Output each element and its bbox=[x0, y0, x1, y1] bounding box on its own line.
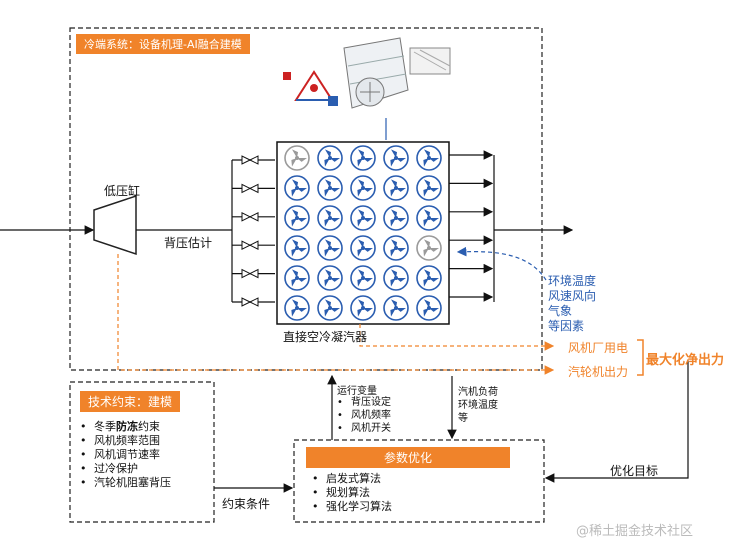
turbine-load-item: 等 bbox=[458, 413, 468, 424]
run-vars-list: 背压设定 风机频率 风机开关 bbox=[337, 396, 391, 435]
fan-icon bbox=[350, 295, 376, 321]
param-opt-item: 规划算法 bbox=[312, 486, 392, 500]
cold-end-title-badge: 冷端系统：设备机理-AI融合建模 bbox=[76, 34, 250, 54]
fan-icon bbox=[383, 145, 409, 171]
valve-icon bbox=[241, 240, 259, 251]
fan-icon bbox=[383, 205, 409, 231]
param-opt-item: 启发式算法 bbox=[312, 472, 392, 486]
fan-icon bbox=[284, 205, 310, 231]
valve-icon bbox=[241, 183, 259, 194]
fan-inactive-icon bbox=[416, 235, 442, 261]
condenser-box bbox=[276, 141, 450, 325]
fan-icon bbox=[383, 265, 409, 291]
tech-constraint-text: 冬季 bbox=[94, 420, 116, 433]
env-factor-item: 等因素 bbox=[548, 319, 585, 333]
fan-icon bbox=[317, 295, 343, 321]
run-var-item: 背压设定 bbox=[337, 396, 391, 409]
fan-power-label: 风机厂用电 bbox=[568, 341, 629, 355]
tech-constraint-list: 冬季防冻约束 风机频率范围 风机调节速率 过冷保护 汽轮机阻塞背压 bbox=[80, 420, 171, 490]
constraint-conditions-label: 约束条件 bbox=[222, 497, 271, 511]
fan-icon bbox=[383, 295, 409, 321]
fan-icon bbox=[416, 145, 442, 171]
env-factor-item: 环境温度 bbox=[548, 274, 597, 288]
fan-icon bbox=[317, 265, 343, 291]
tech-constraint-badge: 技术约束：建模 bbox=[80, 391, 181, 412]
env-factor-item: 气象 bbox=[548, 304, 573, 318]
fan-icon bbox=[317, 205, 343, 231]
param-opt-frame bbox=[293, 439, 545, 523]
fan-icon bbox=[284, 295, 310, 321]
tech-constraint-frame bbox=[69, 381, 215, 523]
condenser-label: 直接空冷凝汽器 bbox=[283, 330, 368, 344]
run-vars-title: 运行变量 bbox=[337, 386, 377, 397]
run-var-item: 风机开关 bbox=[337, 422, 391, 435]
fan-icon bbox=[416, 205, 442, 231]
fan-icon bbox=[350, 175, 376, 201]
turbine-load-item: 汽机负荷 bbox=[458, 387, 498, 398]
tech-constraint-text: 约束 bbox=[138, 420, 160, 433]
fan-icon bbox=[284, 235, 310, 261]
valve-icon bbox=[241, 211, 259, 222]
fan-icon bbox=[416, 295, 442, 321]
air-cooled-unit-illustration bbox=[343, 37, 451, 109]
watermark: @稀土掘金技术社区 bbox=[576, 524, 694, 539]
fan-icon bbox=[416, 175, 442, 201]
valve-icon bbox=[241, 268, 259, 279]
param-opt-list: 启发式算法 规划算法 强化学习算法 bbox=[312, 472, 392, 514]
fan-icon bbox=[383, 235, 409, 261]
tech-constraint-item: 风机频率范围 bbox=[80, 434, 171, 448]
fan-icon bbox=[317, 175, 343, 201]
low-pressure-cylinder-label: 低压缸 bbox=[104, 184, 141, 198]
fan-icon bbox=[350, 205, 376, 231]
valve-icon bbox=[241, 297, 259, 307]
heat-exchange-schematic-icon bbox=[283, 70, 338, 106]
tech-constraint-item: 汽轮机阻塞背压 bbox=[80, 476, 171, 490]
param-opt-item: 强化学习算法 bbox=[312, 500, 392, 514]
tech-constraint-bold: 防冻 bbox=[116, 420, 138, 433]
turbine-load-item: 环境温度 bbox=[458, 400, 498, 411]
fan-inactive-icon bbox=[284, 145, 310, 171]
backpressure-estimation-label: 背压估计 bbox=[164, 236, 213, 250]
max-net-output-label: 最大化净出力 bbox=[646, 353, 725, 368]
optimization-target-label: 优化目标 bbox=[610, 464, 659, 478]
env-factors-list: 环境温度 风速风向 气象 等因素 bbox=[548, 274, 596, 334]
tech-constraint-item: 过冷保护 bbox=[80, 462, 171, 476]
turbine-output-label: 汽轮机出力 bbox=[568, 365, 629, 379]
turbine-load-list: 汽机负荷 环境温度 等 bbox=[458, 386, 498, 425]
fan-icon bbox=[317, 145, 343, 171]
param-opt-badge: 参数优化 bbox=[306, 447, 510, 468]
fan-icon bbox=[317, 235, 343, 261]
valve-icon bbox=[241, 155, 259, 165]
tech-constraint-item: 风机调节速率 bbox=[80, 448, 171, 462]
fan-icon bbox=[284, 265, 310, 291]
fan-icon bbox=[350, 145, 376, 171]
run-var-item: 风机频率 bbox=[337, 409, 391, 422]
fan-icon bbox=[350, 265, 376, 291]
fan-icon bbox=[383, 175, 409, 201]
fan-icon bbox=[350, 235, 376, 261]
fan-icon bbox=[284, 175, 310, 201]
tech-constraint-item: 冬季防冻约束 bbox=[80, 420, 171, 434]
env-factor-item: 风速风向 bbox=[548, 289, 597, 303]
fan-icon bbox=[416, 265, 442, 291]
